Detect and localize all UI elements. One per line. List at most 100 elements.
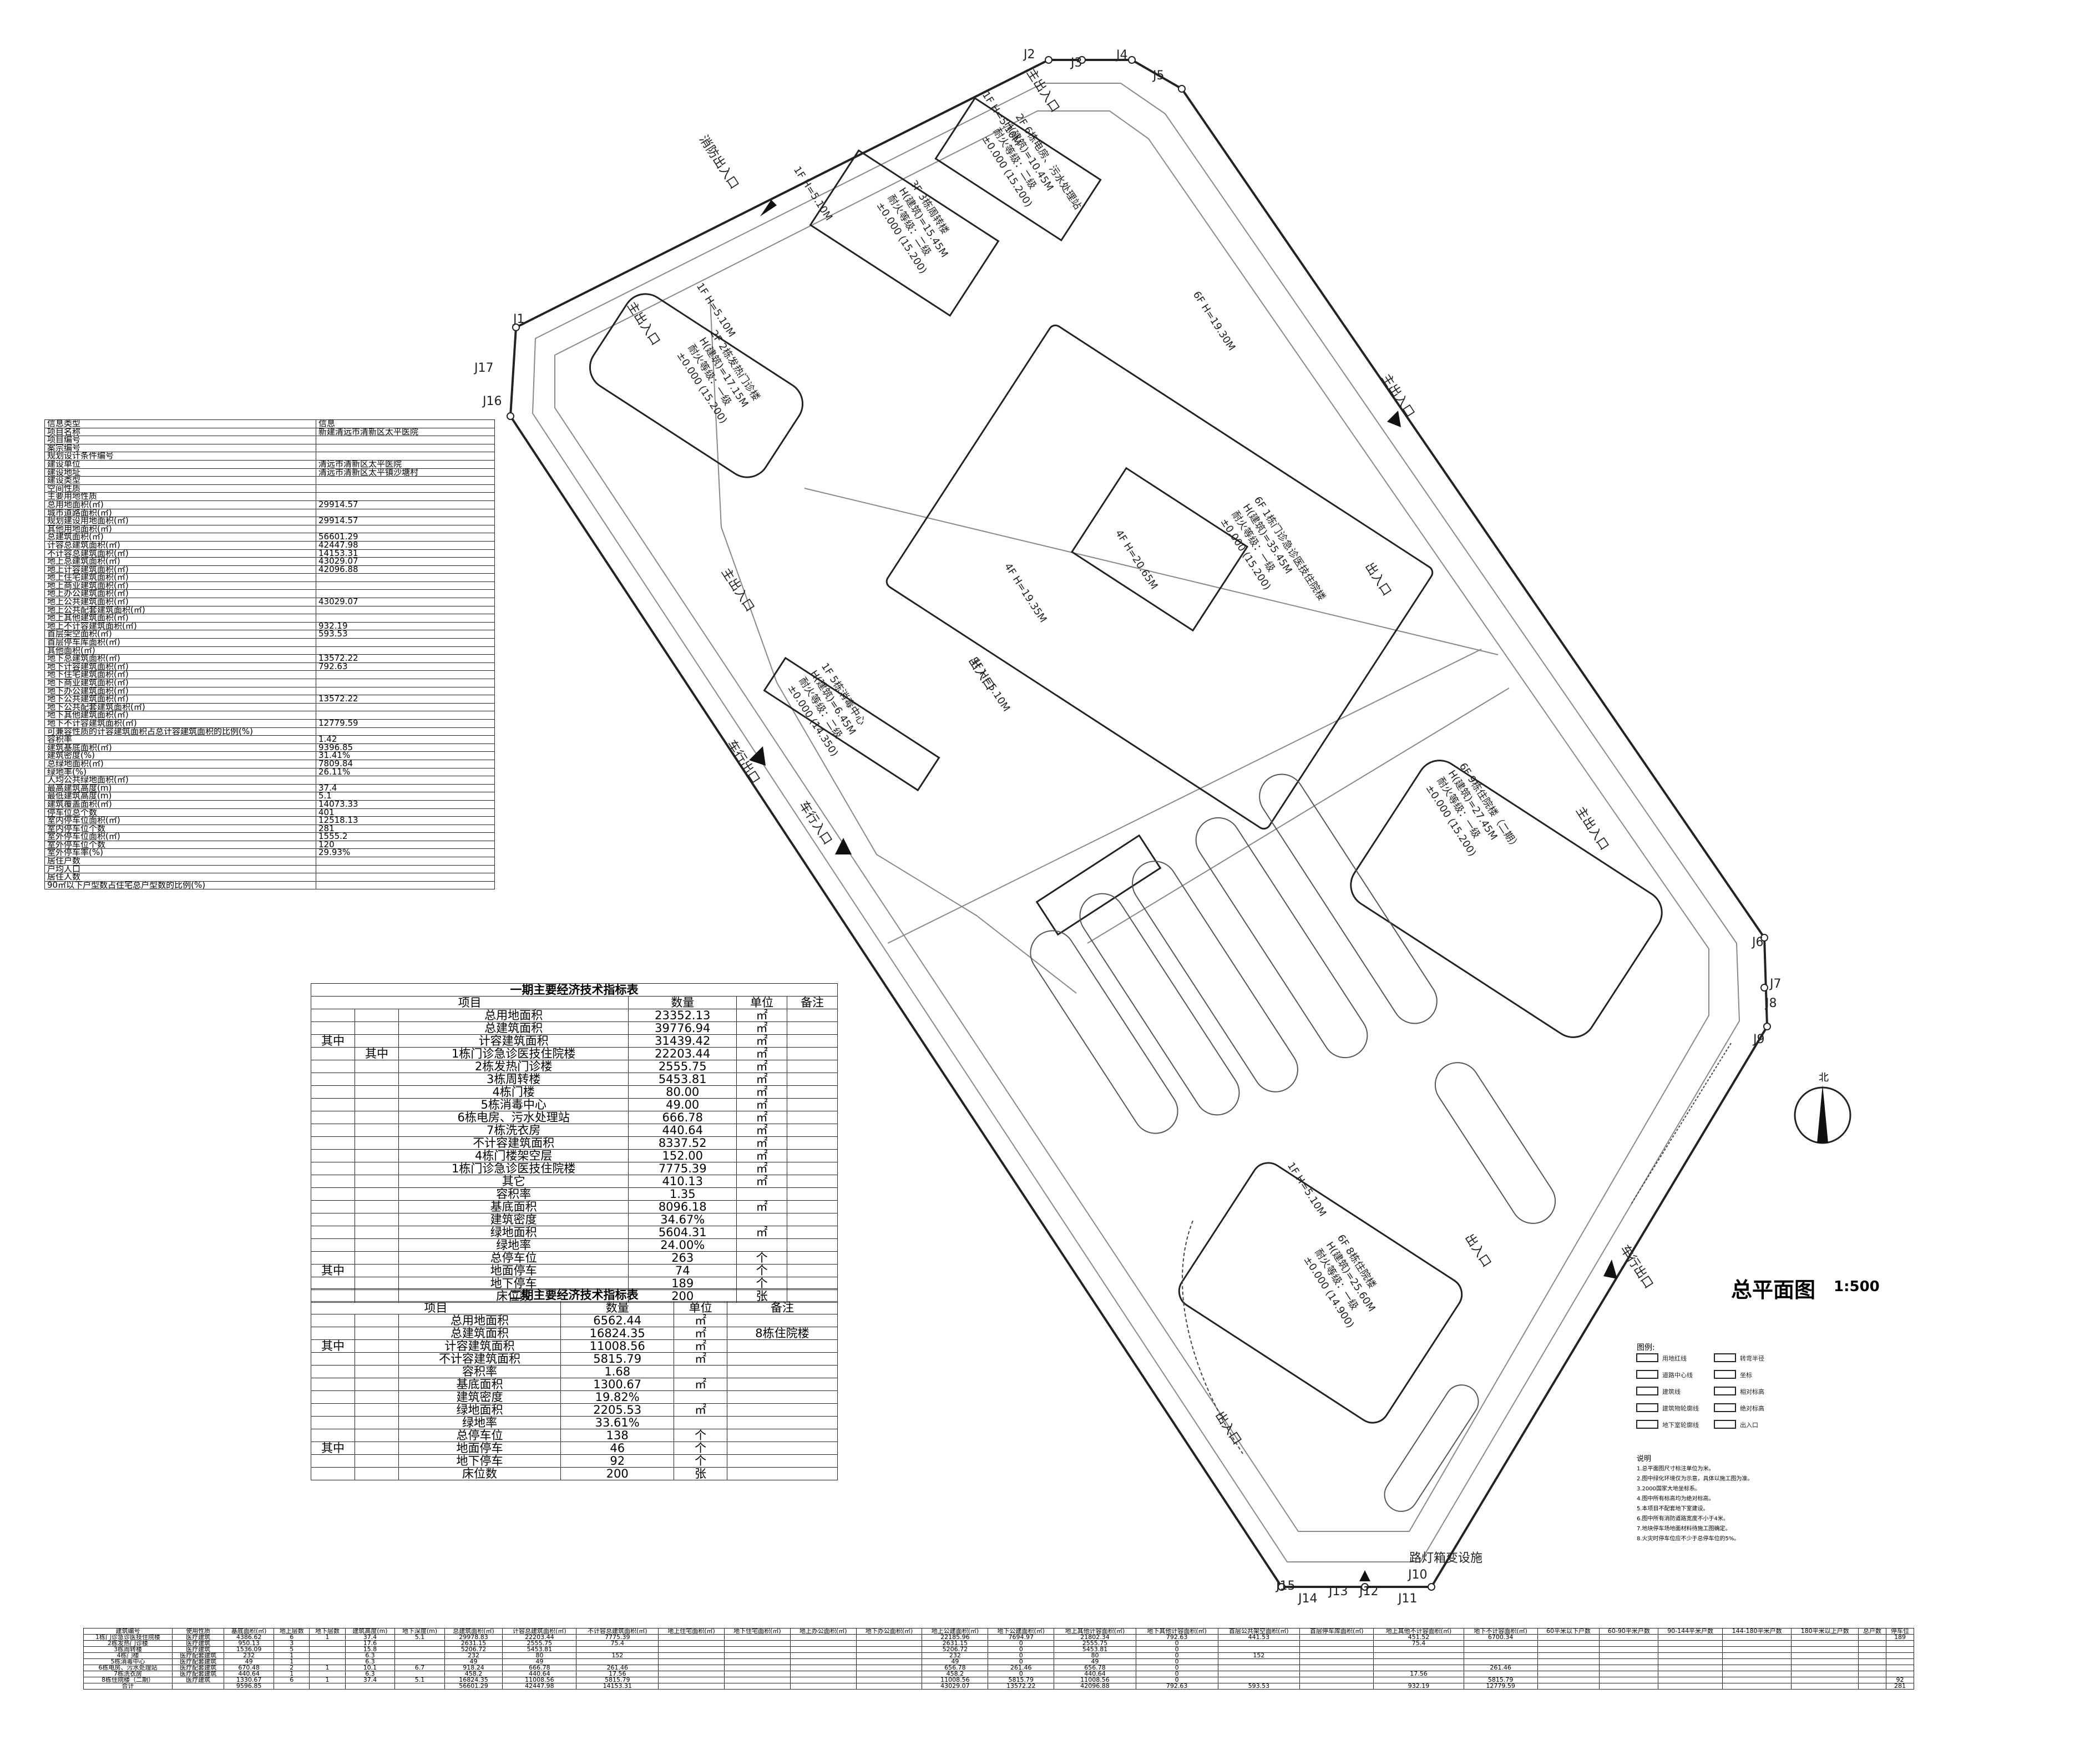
row-group [311, 1416, 355, 1429]
info-label: 地下其他建筑面积(㎡) [44, 711, 316, 720]
column-header: 地上其他不计容面积(㎡) [1373, 1628, 1464, 1635]
table-cell [790, 1671, 857, 1677]
table-cell [1299, 1646, 1374, 1653]
row-unit [674, 1416, 727, 1429]
table-cell: 458.2 [922, 1671, 989, 1677]
row-group [311, 1403, 355, 1417]
row-item: 4栋门楼 [398, 1085, 629, 1099]
row-subgroup [355, 1416, 399, 1429]
info-label: 室内停车位面积(㎡) [44, 816, 316, 825]
table-cell: 医疗建筑 [172, 1634, 225, 1641]
row-note [787, 1264, 838, 1277]
row-group: 其中 [311, 1442, 355, 1455]
table-cell [394, 1683, 445, 1690]
row-item: 总用地面积 [398, 1009, 629, 1022]
table-row: 最高建筑高度(m)37.4 [44, 783, 495, 793]
row-subgroup [355, 1251, 399, 1265]
table-cell: 49 [502, 1658, 577, 1665]
table-cell [1858, 1640, 1886, 1647]
column-header: 地下深度(m) [394, 1628, 445, 1635]
table-title: 二期主要经济技术指标表 [311, 1288, 838, 1302]
row-subgroup [355, 1365, 399, 1378]
row-subgroup [355, 1352, 399, 1365]
info-value: 42096.88 [316, 565, 495, 574]
info-value [316, 670, 495, 679]
point-label: J10 [1407, 1568, 1427, 1582]
row-note [726, 1378, 838, 1391]
info-value [316, 646, 495, 655]
info-value: 信息 [316, 419, 495, 428]
note-item: 1.总平面图尺寸标注单位为米。 [1637, 1466, 1714, 1472]
row-subgroup [355, 1327, 399, 1340]
info-label: 地下办公建筑面积(㎡) [44, 686, 316, 696]
note-item: 6.图中所有消防道路宽度不小于4米。 [1637, 1516, 1729, 1522]
info-label: 地上商业建筑面积(㎡) [44, 581, 316, 590]
table-row: 建筑基底面积(㎡)9396.85 [44, 743, 495, 752]
note-item: 5.本项目不配套地下室建设。 [1637, 1506, 1709, 1512]
info-value [316, 857, 495, 866]
table-cell: 医疗配套建筑 [172, 1652, 225, 1659]
info-label: 地下公共配套建筑面积(㎡) [44, 702, 316, 712]
inner-road-lines [532, 83, 1740, 1562]
table-cell [1463, 1658, 1538, 1665]
row-quantity: 31439.42 [628, 1034, 737, 1048]
row-note [787, 1021, 838, 1035]
column-header: 90-144平米户数 [1658, 1628, 1723, 1635]
table-row: 空间性质 [44, 484, 495, 493]
table-cell [1885, 1671, 1915, 1677]
table-cell: 0 [988, 1671, 1055, 1677]
table-cell: 92 [1885, 1677, 1915, 1683]
table-row: 不计容总建筑面积(㎡)14153.31 [44, 549, 495, 558]
info-label: 其他用地面积(㎡) [44, 524, 316, 534]
table-cell [658, 1640, 725, 1647]
table-cell [394, 1658, 445, 1665]
row-note [787, 1098, 838, 1111]
info-value [316, 679, 495, 687]
table-cell [1885, 1665, 1915, 1671]
row-quantity: 46 [560, 1442, 675, 1455]
table-cell [1722, 1671, 1792, 1677]
table-cell: 440.64 [224, 1671, 275, 1677]
info-label: 停车位总个数 [44, 808, 316, 817]
table-cell [1463, 1652, 1538, 1659]
table-cell: 49 [444, 1658, 503, 1665]
info-value [316, 638, 495, 647]
table-row: 地下不计容建筑面积(㎡)12779.59 [44, 719, 495, 728]
row-subgroup [355, 1442, 399, 1455]
table-cell: 152 [576, 1652, 659, 1659]
info-value [316, 864, 495, 874]
row-subgroup [355, 1034, 399, 1048]
info-value: 29.93% [316, 848, 495, 858]
legend-item: 道路中心线 [1662, 1371, 1693, 1379]
row-quantity: 49.00 [628, 1098, 737, 1111]
point-label: J15 [1275, 1579, 1295, 1593]
notes-title: 说明 [1637, 1455, 1652, 1463]
table-cell [658, 1634, 725, 1641]
info-value: 26.11% [316, 767, 495, 777]
row-item: 1栋门诊急诊医技住院楼 [398, 1047, 629, 1060]
info-label: 室外停车率(%) [44, 848, 316, 858]
row-group [311, 1085, 355, 1099]
table-cell [1858, 1665, 1886, 1671]
table-cell [394, 1671, 445, 1677]
row-quantity: 6562.44 [560, 1314, 675, 1327]
building-9-label: 6F 9栋住院楼（二期） H(建筑)=27.45M 耐火等级：一级 ±0.000… [1423, 761, 1522, 858]
table-row: 项目编号 [44, 436, 495, 444]
table-cell: 4386.62 [224, 1634, 275, 1641]
legend-item: 相对标高 [1740, 1388, 1764, 1395]
info-value: 42447.98 [316, 540, 495, 550]
info-label: 地上计容建筑面积(㎡) [44, 565, 316, 574]
row-item: 绿地面积 [398, 1403, 561, 1417]
legend-item: 地下室轮廓线 [1662, 1421, 1699, 1429]
column-header: 建筑高度(m) [345, 1628, 396, 1635]
